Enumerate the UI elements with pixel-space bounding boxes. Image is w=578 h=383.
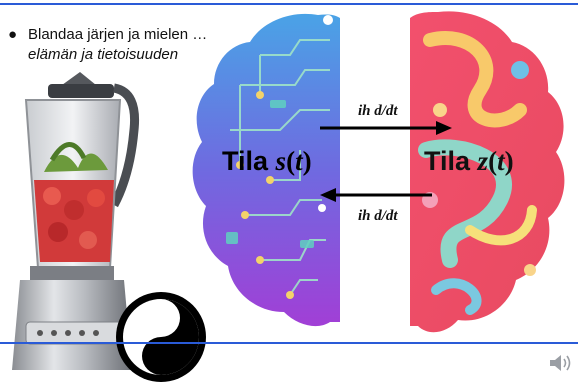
arrow-right [320,121,452,135]
bullet-dot: ● [8,26,18,43]
speaker-icon[interactable] [548,352,574,374]
arrow-left [320,188,432,202]
bullet-line-2: elämän ja tietoisuuden [28,46,179,63]
state-left-word: Tila [222,146,269,176]
top-rule [0,3,578,5]
state-right-var: z [477,146,489,176]
arrow-bottom-label: ih d/dt [358,208,398,224]
arrow-top-label: ih d/dt [358,103,398,119]
state-left-var: s [275,146,287,176]
bullet-line-1: Blandaa järjen ja mielen … [28,26,208,43]
bottom-rule [0,342,578,344]
bullet-text: ● Blandaa järjen ja mielen … elämän ja ti… [8,25,207,65]
state-right-label: Tila z(t) [424,146,514,176]
state-left-label: Tila s(t) [222,146,312,176]
colorful-brain-image [410,11,565,333]
state-left-arg: t [295,146,303,176]
state-right-word: Tila [424,146,471,176]
circuit-brain-image [192,13,340,327]
yin-yang-icon [116,292,206,382]
state-right-arg: t [497,146,505,176]
blender-image [12,72,140,370]
